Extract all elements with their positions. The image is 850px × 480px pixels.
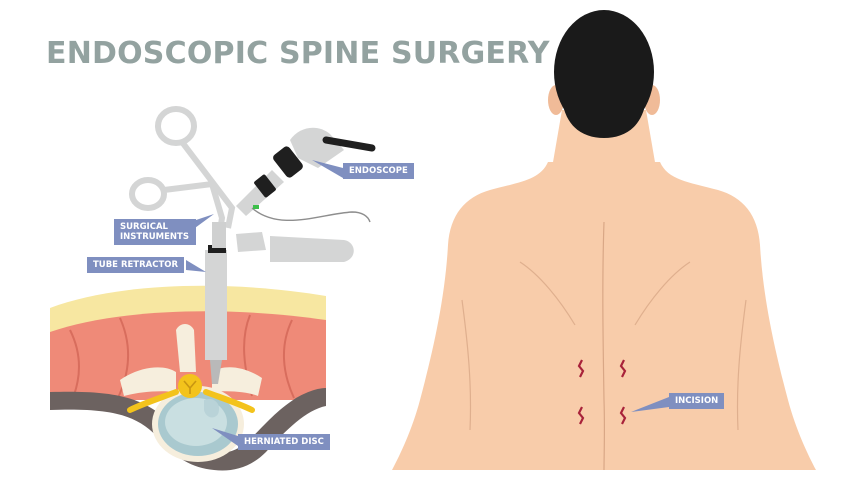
shoulder-blade-right: [634, 261, 691, 326]
tube-retractor-top: [212, 222, 226, 248]
arm-crease-left: [461, 299, 472, 431]
incision-marks: [577, 359, 627, 425]
hair-base: [562, 100, 646, 138]
tube-retractor-pointer: [186, 260, 206, 272]
vertebra-lamina: [212, 367, 262, 396]
instrument-shaft: [179, 140, 236, 229]
herniated-disc-label: HERNIATED DISC: [238, 434, 330, 450]
spine-line: [602, 221, 606, 471]
shoulder-blade-left: [519, 261, 576, 326]
diagram-title: ENDOSCOPIC SPINE SURGERY: [46, 36, 550, 71]
instrument-tip: [210, 360, 222, 384]
tube-retractor-collar: [208, 245, 226, 253]
nerve-root-right: [203, 389, 255, 413]
instrument-handle: [236, 232, 266, 252]
tube-retractor: [205, 250, 227, 360]
endoscope-shaft: [236, 170, 284, 216]
incision-mark: [577, 359, 585, 378]
incision-pointer: [631, 397, 669, 412]
endoscope-pointer: [312, 160, 343, 178]
tube-retractor-label: TUBE RETRACTOR: [87, 257, 185, 273]
light-wire: [251, 207, 371, 223]
instrument-ring: [129, 177, 167, 211]
light-connector: [253, 205, 259, 209]
instrument-handle-grip: [270, 236, 354, 262]
herniated-bulge: [204, 398, 220, 418]
incision-label: INCISION: [669, 393, 725, 409]
spinal-cord-detail: [183, 380, 197, 394]
herniated-disc-pointer: [212, 428, 238, 446]
incision-mark: [619, 359, 627, 378]
endoscope-ring: [273, 146, 303, 178]
spine-cross-section: [50, 285, 326, 471]
human-back: [392, 10, 816, 471]
instrument-ring: [155, 106, 197, 146]
surgical-instruments: [129, 106, 376, 384]
incision-mark: [619, 406, 627, 425]
spinous-process: [176, 324, 196, 372]
nerve-root-left: [127, 389, 179, 413]
endoscope-collar: [254, 174, 276, 198]
spinal-cord: [178, 374, 202, 398]
endoscope-cable: [322, 136, 376, 152]
vertebra-lamina: [120, 367, 176, 396]
incision-mark: [577, 406, 585, 425]
endoscope-label: ENDOSCOPE: [343, 163, 414, 179]
surgical-instruments-label: SURGICAL INSTRUMENTS: [114, 219, 196, 245]
arm-crease-right: [736, 299, 747, 431]
